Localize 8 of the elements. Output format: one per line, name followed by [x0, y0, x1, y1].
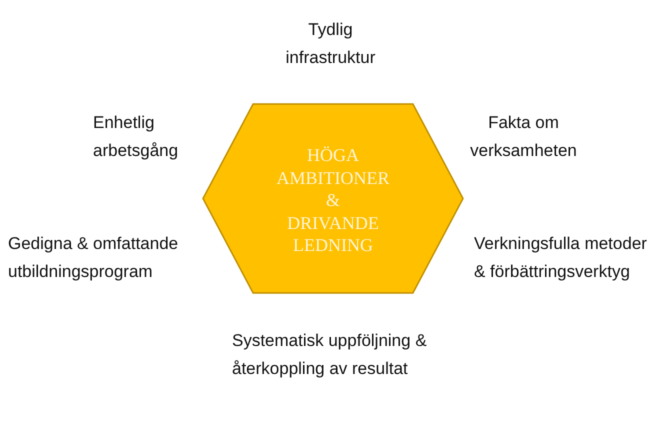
hexagon-label: HÖGA AMBITIONER & DRIVANDE LEDNING	[276, 144, 390, 257]
text-label: Systematisk uppföljning & återkoppling av resultat	[232, 330, 428, 380]
text-label: Verkningsfulla metoder & förbättringsverktyg	[474, 233, 648, 283]
text-label: Gedigna & omfattande utbildningsprogram	[8, 233, 180, 283]
text-label: Enhetlig arbetsgång	[93, 112, 180, 162]
text-label: Tydlig infrastruktur	[284, 19, 376, 69]
hexagon	[202, 103, 464, 294]
text-label: Fakta om verksamheten	[469, 112, 578, 162]
